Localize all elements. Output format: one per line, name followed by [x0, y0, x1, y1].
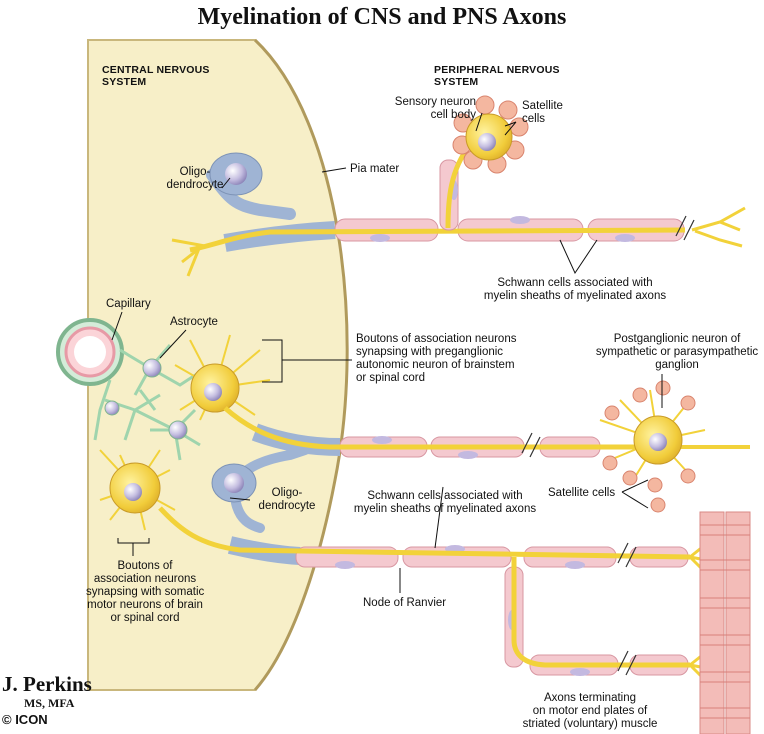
boutons-motor-line-4: motor neurons of brain [87, 599, 203, 611]
middle-axon [223, 406, 750, 459]
schwann-mid-line-1: Schwann cells associated with [367, 490, 523, 502]
postganglionic-line-2: sympathetic or parasympathetic [595, 346, 759, 358]
axons-terminating-line-2: on motor end plates of [532, 705, 648, 717]
boutons-autonomic-line-2: synapsing with preganglionic [356, 346, 504, 358]
oligo-top-label: Oligo- dendrocyte [160, 166, 230, 192]
cns-label-line-2: SYSTEM [102, 76, 147, 88]
copyright-mark: © ICON [2, 712, 48, 727]
boutons-autonomic-line-3: autonomic neuron of brainstem [356, 359, 515, 371]
capillary [56, 318, 124, 386]
sensory-neuron-label: Sensory neuron cell body [358, 96, 476, 122]
postganglionic-line-1: Postganglionic neuron of [613, 333, 741, 345]
leader-lines [111, 112, 663, 593]
association-neuron-upper [174, 334, 271, 421]
boutons-autonomic-line-4: or spinal cord [356, 372, 426, 384]
pia-mater-label: Pia mater [350, 163, 400, 175]
astrocyte-label: Astrocyte [170, 316, 218, 328]
oligo-top-line-1: Oligo- [179, 166, 211, 178]
node-of-ranvier-label: Node of Ranvier [363, 597, 447, 609]
pns-label-line-1: PERIPHERAL NERVOUS [434, 64, 560, 76]
pns-label-line-2: SYSTEM [434, 76, 479, 88]
cns-label: CENTRAL NERVOUS SYSTEM [102, 64, 210, 88]
astrocyte-nucleus-1 [142, 358, 162, 378]
capillary-label: Capillary [106, 298, 151, 310]
boutons-autonomic-line-1: Boutons of association neurons [356, 333, 517, 345]
striated-muscle [699, 511, 751, 734]
boutons-motor-line-3: synapsing with somatic [86, 586, 205, 598]
astrocyte-nucleus-3 [104, 400, 120, 416]
cns-label-line-1: CENTRAL NERVOUS [102, 64, 210, 76]
sensory-neuron-line-2: cell body [430, 109, 476, 121]
satellite-top-line-1: Satellite [522, 100, 563, 112]
axons-terminating-label: Axons terminating on motor end plates of… [500, 692, 680, 731]
pns-label: PERIPHERAL NERVOUS SYSTEM [434, 64, 560, 88]
schwann-mid-line-2: myelin sheaths of myelinated axons [353, 503, 537, 515]
postganglionic-neuron [599, 380, 706, 513]
oligo-top-line-2: dendrocyte [166, 179, 224, 191]
boutons-motor-line-1: Boutons of [117, 560, 173, 572]
oligo-mid-label: Oligo- dendrocyte [252, 487, 322, 513]
satellite-top-label: Satellite cells [522, 100, 563, 126]
schwann-top-line-1: Schwann cells associated with [497, 277, 653, 289]
boutons-motor-line-5: or spinal cord [110, 612, 180, 624]
oligo-mid-line-1: Oligo- [271, 487, 303, 499]
postganglionic-label: Postganglionic neuron of sympathetic or … [590, 333, 764, 372]
artist-credentials: MS, MFA [24, 696, 75, 710]
diagram-title: Myelination of CNS and PNS Axons [197, 4, 567, 30]
pia-mater-line [253, 38, 349, 691]
schwann-mid-label: Schwann cells associated with myelin she… [340, 490, 550, 516]
satellite-top-line-2: cells [522, 113, 546, 125]
sensory-neuron-line-1: Sensory neuron [394, 96, 476, 108]
schwann-top-label: Schwann cells associated with myelin she… [470, 277, 680, 303]
bottom-axon [158, 506, 707, 682]
astrocyte-nucleus-2 [168, 420, 188, 440]
boutons-autonomic-label: Boutons of association neurons synapsing… [356, 333, 516, 385]
axons-terminating-line-1: Axons terminating [543, 692, 637, 704]
oligo-mid-line-2: dendrocyte [258, 500, 316, 512]
motor-neuron [99, 449, 176, 531]
satellite-mid-label: Satellite cells [548, 487, 616, 499]
schwann-top-line-2: myelin sheaths of myelinated axons [483, 290, 667, 302]
boutons-motor-line-2: association neurons [93, 573, 197, 585]
axons-terminating-line-3: striated (voluntary) muscle [522, 718, 658, 730]
artist-name: J. Perkins [2, 672, 92, 696]
postganglionic-line-3: ganglion [655, 359, 699, 371]
boutons-motor-label: Boutons of association neurons synapsing… [86, 560, 204, 625]
